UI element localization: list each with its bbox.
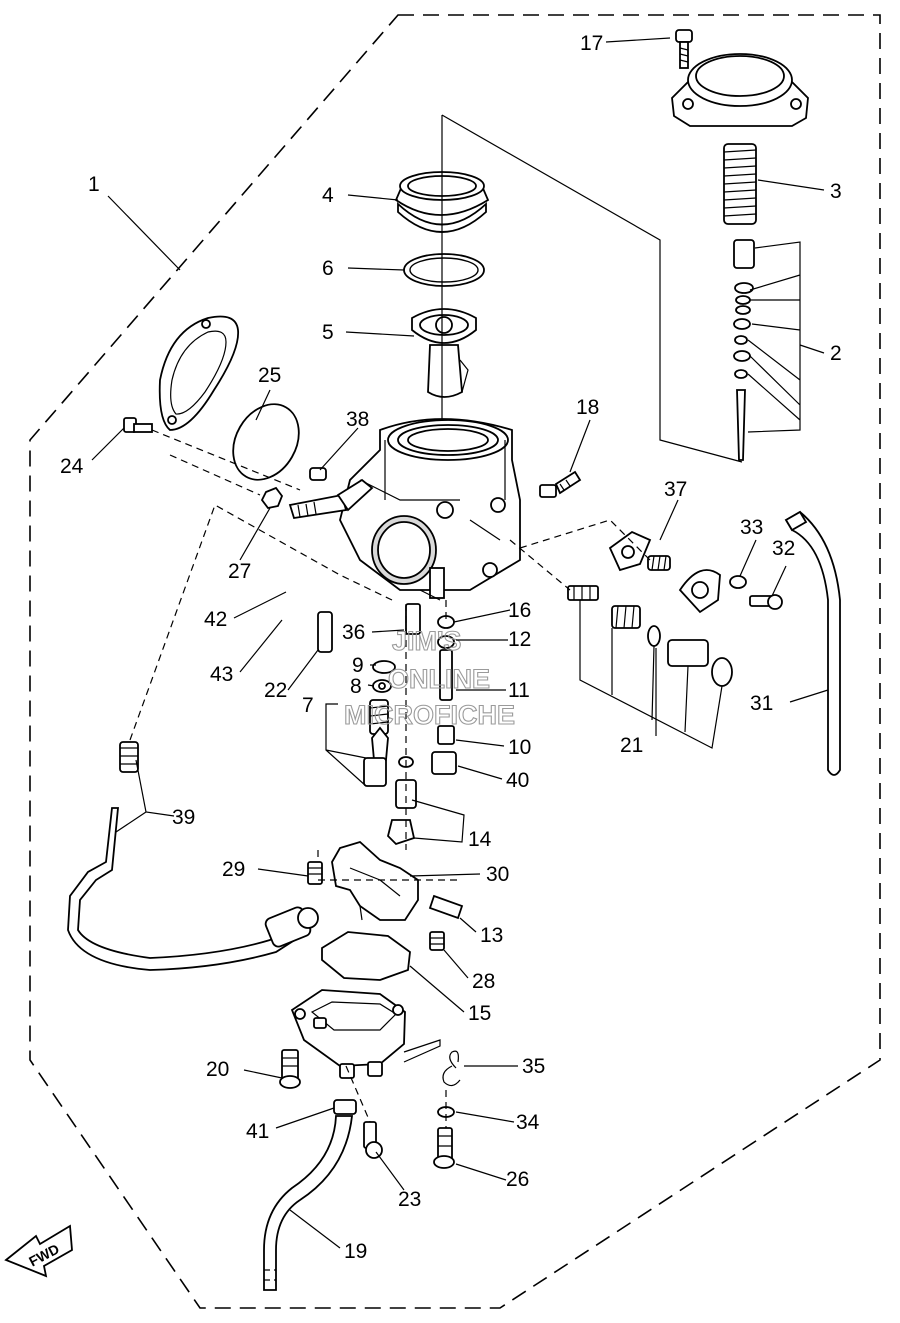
- callout-16: 16: [508, 599, 531, 622]
- accelerator-pump-cover: [678, 569, 721, 614]
- callout-43: 43: [210, 663, 233, 686]
- callout-29: 29: [222, 858, 245, 881]
- needle-jet-parts: [387, 615, 457, 846]
- watermark-line3: MICROFICHE: [344, 700, 515, 730]
- watermark-line2: ONLINE: [388, 664, 490, 694]
- bowl-screw-bottom: [363, 1121, 383, 1159]
- callout-38: 38: [346, 408, 369, 431]
- callout-39: 39: [172, 806, 195, 829]
- pilot-axis: [509, 519, 651, 591]
- callout-5: 5: [322, 321, 334, 344]
- cover-screw: [675, 29, 693, 69]
- float-screw-left: [307, 861, 323, 885]
- callout-24: 24: [60, 455, 84, 478]
- air-vent-fitting: [288, 478, 374, 520]
- cable-axis: [129, 504, 393, 741]
- float-axis: [317, 850, 462, 881]
- adjust-screw: [749, 594, 783, 610]
- callout-21: 21: [620, 734, 643, 757]
- intake-o-ring: [232, 403, 300, 481]
- throttle-stop-screw: [539, 470, 582, 498]
- callout-7: 7: [302, 694, 314, 717]
- callout-30: 30: [486, 863, 509, 886]
- vent-hose: [784, 510, 841, 776]
- drain-hose-end: [264, 1269, 276, 1281]
- callout-19: 19: [344, 1240, 367, 1263]
- callout-18: 18: [576, 396, 599, 419]
- callout-13: 13: [480, 924, 503, 947]
- callout-8: 8: [350, 675, 362, 698]
- callouts: 1 2 3 4 5 6 7 8 9 10 11 12 13 14 15 16 1…: [60, 32, 842, 1263]
- callout-2: 2: [830, 342, 842, 365]
- callout-27: 27: [228, 560, 251, 583]
- nut: [260, 486, 284, 509]
- callout-11: 11: [508, 679, 530, 702]
- callout-40: 40: [506, 769, 529, 792]
- callout-42: 42: [204, 608, 227, 631]
- jet-axis: [405, 600, 447, 850]
- intake-gasket-plate: [158, 315, 239, 431]
- callout-6: 6: [322, 257, 334, 280]
- float-screw-right: [429, 931, 445, 951]
- float-pin: [428, 894, 464, 920]
- float-bowl: [290, 989, 406, 1079]
- drain-screw: [433, 1127, 455, 1169]
- axis-line-diag: [441, 114, 743, 463]
- leader-lines: [91, 37, 829, 1249]
- assembly-boundary: [29, 14, 881, 1309]
- throttle-cable: [67, 741, 319, 971]
- small-spring: [647, 555, 671, 571]
- callout-34: 34: [516, 1111, 540, 1134]
- callout-15: 15: [468, 1002, 491, 1025]
- o-ring-large: [403, 253, 485, 287]
- float-bowl-gasket: [321, 931, 411, 981]
- callout-20: 20: [206, 1058, 229, 1081]
- callout-31: 31: [750, 692, 773, 715]
- top-cover: [671, 53, 809, 127]
- callout-35: 35: [522, 1055, 545, 1078]
- jet-needle-set: [733, 239, 755, 461]
- cover-plate: [608, 530, 652, 572]
- plug-screw: [309, 467, 327, 481]
- float: [331, 840, 419, 921]
- needle-bracket: [747, 241, 801, 433]
- callout-36: 36: [342, 621, 365, 644]
- main-jet-parts: [317, 603, 421, 787]
- bolt-axis: [151, 429, 301, 496]
- callout-10: 10: [508, 736, 531, 759]
- callout-17: 17: [580, 32, 603, 55]
- callout-37: 37: [664, 478, 687, 501]
- callout-33: 33: [740, 516, 763, 539]
- callout-26: 26: [506, 1168, 529, 1191]
- callout-1: 1: [88, 173, 100, 196]
- piston-spring: [723, 143, 757, 225]
- callout-9: 9: [352, 654, 364, 677]
- callout-28: 28: [472, 970, 495, 993]
- callout-25: 25: [258, 364, 281, 387]
- watermark: JIM'S ONLINE MICROFICHE: [343, 625, 515, 730]
- carburetor-body: [339, 418, 521, 601]
- pilot-screw-set: [567, 585, 733, 687]
- pilot-bracket: [579, 600, 723, 749]
- bowl-drain-bracket: [403, 1039, 441, 1063]
- gasket-bolt: [123, 417, 153, 433]
- callout-4: 4: [322, 184, 334, 207]
- callout-3: 3: [830, 180, 842, 203]
- throttle-piston: [411, 308, 477, 398]
- callout-41: 41: [246, 1120, 269, 1143]
- callout-23: 23: [398, 1188, 421, 1211]
- bowl-screw-left: [279, 1049, 301, 1089]
- spring-clip: [442, 1050, 461, 1087]
- callout-32: 32: [772, 537, 795, 560]
- jet-bracket: [325, 703, 465, 843]
- hose-clamp: [333, 1099, 357, 1115]
- drain-hose: [263, 1115, 354, 1291]
- callout-22: 22: [264, 679, 287, 702]
- circlip: [729, 575, 747, 589]
- forward-arrow-icon: FWD: [4, 1224, 73, 1278]
- bowl-axis: [345, 1065, 447, 1128]
- callout-14: 14: [468, 828, 492, 851]
- callout-12: 12: [508, 628, 531, 651]
